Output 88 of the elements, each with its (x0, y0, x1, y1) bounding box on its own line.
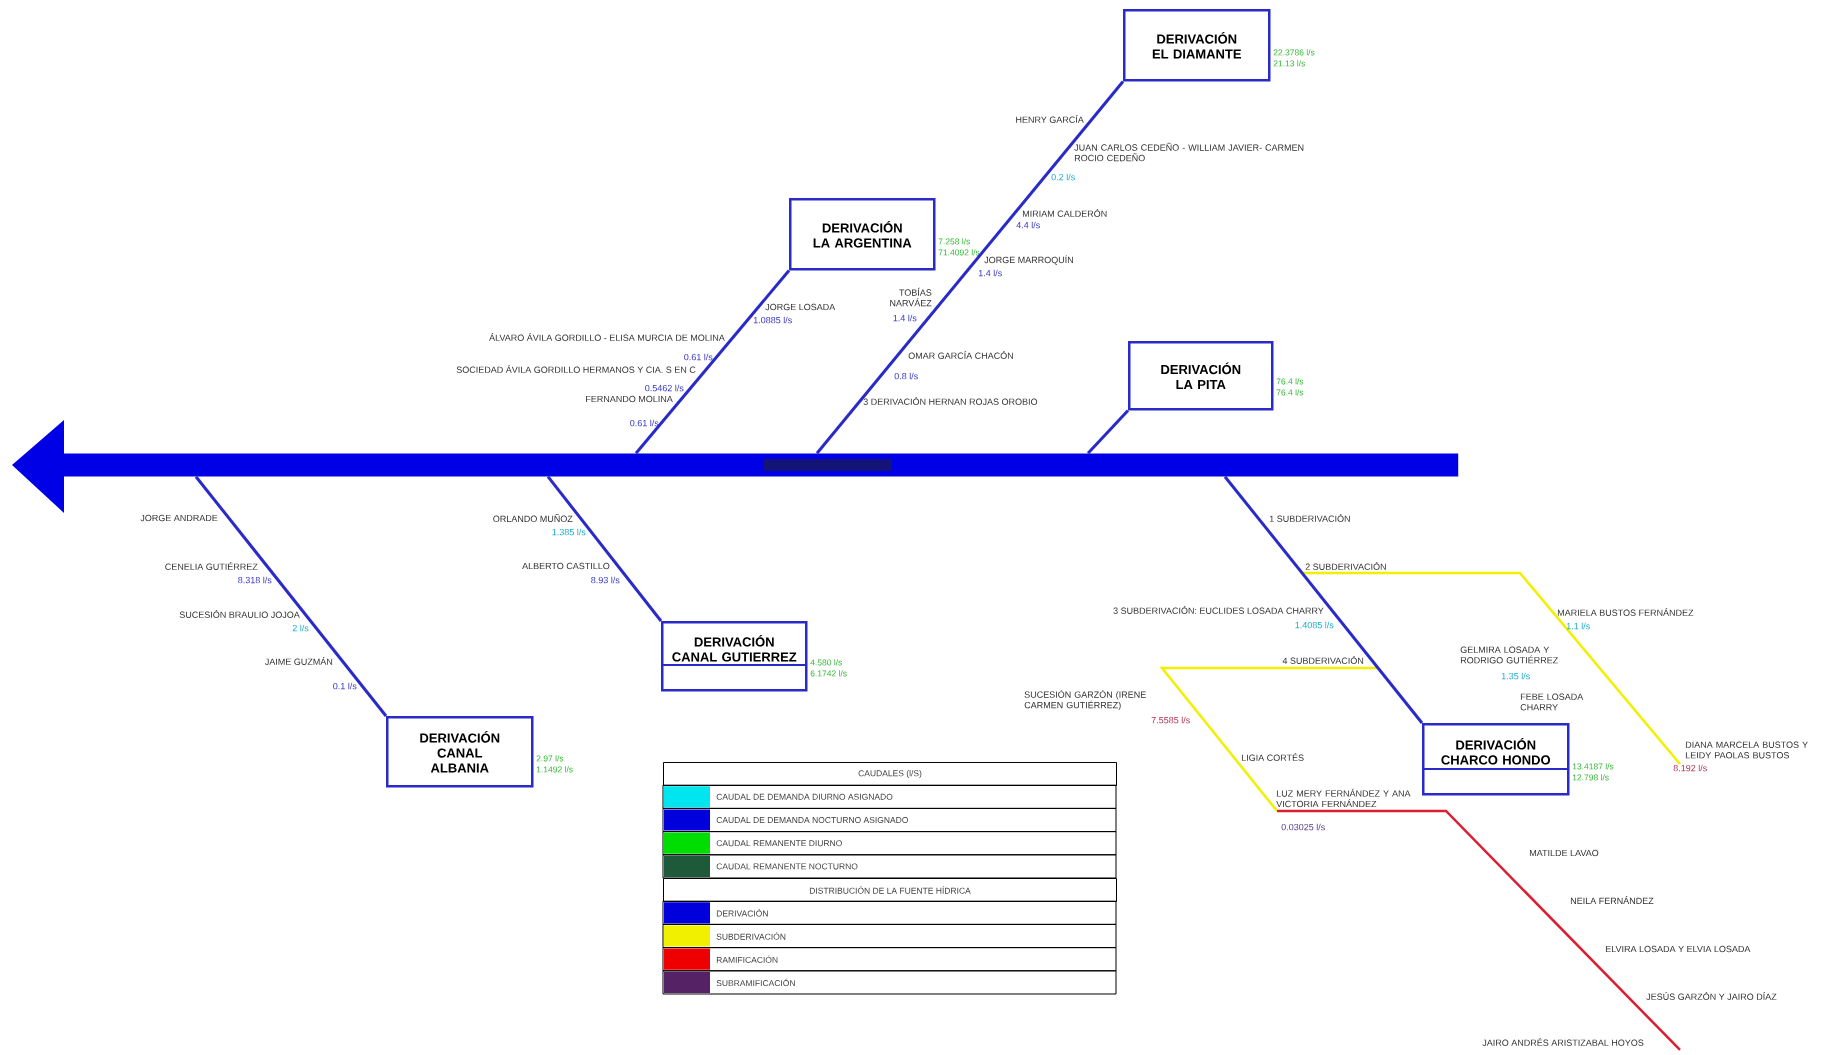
flow-value: 0.1 l/s (333, 682, 357, 690)
name-label: JORGE ANDRADE (140, 514, 218, 522)
name-label: MATILDE LAVAO (1529, 849, 1599, 857)
name-label: ELVIRA LOSADA Y ELVIA LOSADA (1605, 945, 1751, 953)
name-label: FERNANDO MOLINA (586, 395, 673, 403)
name-label: JUAN CARLOS CEDEÑO - WILLIAM JAVIER- CARMEN ROCIO CEDEÑO (1074, 142, 1304, 162)
branch-line (194, 475, 388, 717)
name-label: TOBÍAS NARVÁEZ (890, 287, 932, 307)
label: DISTRIBUCIÓN DE LA FUENTE HÍDRICA (809, 886, 971, 894)
legend-row: CAUDAL DE DEMANDA DIURNO ASIGNADO (662, 784, 1117, 809)
flow-value: 0.03025 l/s (1281, 823, 1325, 831)
spine-arrow (12, 420, 1459, 513)
name-label: CENELIA GUTIÉRREZ (165, 562, 258, 570)
name-label: 3 DERIVACIÓN HERNAN ROJAS OROBIO (863, 397, 1038, 405)
derivation-box: DERIVACIÓN CHARCO HONDO (1421, 723, 1570, 796)
flow-value: 21.13 l/s (1273, 60, 1305, 67)
flow-value: 8.318 l/s (238, 576, 272, 584)
name-label: ÁLVARO ÁVILA GORDILLO - ELISA MURCIA DE MOLINA (489, 333, 725, 341)
branch-label: 4 SUBDERIVACIÓN (1282, 656, 1364, 664)
name-label: LIGIA CORTÉS (1241, 753, 1304, 761)
derivation-box: DERIVACIÓN EL DIAMANTE (1123, 9, 1271, 82)
flow-value: 0.2 l/s (1051, 173, 1075, 181)
flow-value: 1.0885 l/s (753, 316, 792, 324)
legend-row: RAMIFICACIÓN (662, 947, 1117, 972)
name-label: SUCESIÓN GARZÓN (IRENE CARMEN GUTIÉRREZ) (1024, 689, 1146, 711)
flow-value: 2.97 l/s (536, 755, 564, 762)
name-label: NEILA FERNÁNDEZ (1570, 896, 1654, 904)
name-label: MARIELA BUSTOS FERNÁNDEZ (1557, 608, 1694, 616)
flow-value: 4.580 l/s (810, 659, 842, 666)
branch-line (815, 80, 1125, 455)
flow-value: 22.3786 l/s (1273, 49, 1315, 56)
flow-value: 7.258 l/s (938, 238, 970, 245)
legend-row: CAUDAL REMANENTE NOCTURNO (662, 854, 1117, 879)
name-label: ALBERTO CASTILLO (522, 562, 610, 570)
derivation-box: DERIVACIÓN CANAL GUTIERREZ (660, 621, 808, 692)
flow-value: 1.1 l/s (1566, 622, 1590, 630)
name-label: FEBE LOSADA CHARRY (1520, 693, 1584, 711)
flow-value: 1.1492 l/s (536, 766, 573, 773)
name-label: JESÚS GARZÓN Y JAIRO DÍAZ (1646, 992, 1777, 1000)
flow-value: 13.4187 l/s (1572, 763, 1614, 770)
name-label: MIRIAM CALDERÓN (1022, 209, 1107, 217)
legend-row: DERIVACIÓN (662, 900, 1117, 925)
branch-label: 1 SUBDERIVACIÓN (1269, 514, 1350, 522)
flow-value: 76.4 l/s (1276, 389, 1304, 396)
name-label: ORLANDO MUÑOZ (493, 514, 573, 522)
derivation-box: DERIVACIÓN LA PITA (1128, 341, 1274, 411)
flow-value: 0.61 l/s (630, 419, 659, 427)
name-label: JAIME GUZMÁN (264, 657, 333, 665)
flow-value: 6.1742 l/s (810, 670, 847, 677)
flow-value: 1.4 l/s (893, 314, 917, 322)
legend-row: SUBRAMIFICACIÓN (662, 970, 1117, 995)
name-label: JORGE MARROQUÍN (984, 255, 1073, 265)
name-label: JAIRO ANDRÉS ARISTIZABAL HOYOS (1482, 1038, 1644, 1046)
flow-value: 8.93 l/s (591, 576, 620, 584)
flow-value: 7.5585 l/s (1151, 716, 1190, 724)
flow-value: 0.8 l/s (894, 372, 918, 380)
flow-value: 0.5462 l/s (645, 384, 684, 392)
flow-value: 0.61 l/s (684, 353, 713, 361)
name-label: SOCIEDAD ÁVILA GORDILLO HERMANOS Y CIA. S EN C (456, 365, 696, 373)
name-label: SUCESIÓN BRAULIO JOJOA (179, 610, 300, 618)
derivation-box: DERIVACIÓN LA ARGENTINA (789, 198, 936, 271)
branch-line (1223, 475, 1424, 724)
flow-value: 12.798 l/s (1572, 774, 1609, 781)
name-label: HENRY GARCÍA (1016, 115, 1084, 123)
flow-value: 1.35 l/s (1501, 672, 1530, 680)
flow-value: 1.4 l/s (978, 269, 1002, 277)
derivation-box: DERIVACIÓN CANAL ALBANIA (386, 716, 534, 788)
branch-line (634, 269, 791, 455)
flow-value: 76.4 l/s (1276, 378, 1304, 385)
legend-row: CAUDAL DE DEMANDA NOCTURNO ASIGNADO (662, 807, 1117, 833)
flow-value: 1.4085 l/s (1295, 621, 1334, 629)
branch-line (1086, 409, 1130, 455)
name-label: DIANA MARCELA BUSTOS Y LEIDY PAOLAS BUSTOS (1685, 741, 1808, 759)
branch-label: 2 SUBDERIVACIÓN (1305, 562, 1386, 570)
branch-label: 3 SUBDERIVACIÓN: EUCLIDES LOSADA CHARRY (1113, 606, 1324, 614)
name-label: OMAR GARCÍA CHACÓN (908, 351, 1013, 359)
name-label: LUZ MERY FERNÁNDEZ Y ANA VICTORIA FERNÁNDEZ (1276, 788, 1411, 808)
legend-header: CAUDALES (l/S) (663, 762, 1117, 786)
branch-line (546, 475, 663, 622)
name-label: GELMIRA LOSADA Y RODRIGO GUTIÉRREZ (1460, 646, 1558, 664)
flow-value: 4.4 l/s (1016, 221, 1040, 229)
flow-value: 71.4092 l/s (938, 249, 980, 256)
flow-value: 2 l/s (292, 624, 309, 632)
legend-row: CAUDAL REMANENTE DIURNO (662, 831, 1117, 856)
legend-row: SUBDERIVACIÓN (662, 923, 1117, 949)
flow-value: 1.385 l/s (552, 528, 586, 536)
name-label: JORGE LOSADA (765, 303, 836, 311)
flow-value: 8.192 l/s (1673, 764, 1707, 772)
